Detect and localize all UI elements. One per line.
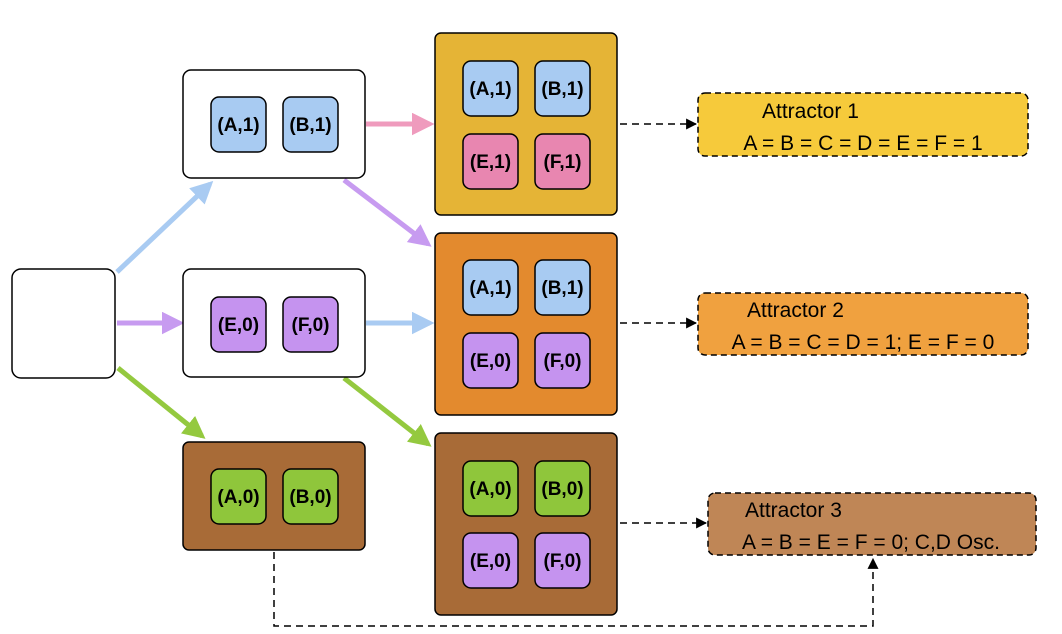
svg-text:(B,1): (B,1) — [541, 278, 583, 299]
svg-text:(F,0): (F,0) — [292, 315, 330, 336]
svg-text:(A,0): (A,0) — [217, 487, 259, 508]
attractor-1-rule: A = B = C = D = E = F = 1 — [743, 132, 982, 155]
attractor-2-title: Attractor 2 — [747, 299, 844, 322]
svg-text:(B,0): (B,0) — [289, 487, 331, 508]
level2-gold-box: (A,1) (B,1) (E,1) (F,1) — [434, 32, 618, 216]
level2-orange-box: (A,1) (B,1) (E,0) (F,0) — [434, 232, 618, 416]
state-tile: (A,0) — [462, 460, 519, 517]
state-tile: (F,1) — [534, 133, 591, 190]
svg-text:(F,0): (F,0) — [544, 351, 582, 372]
arrow-middle-to-brown — [342, 376, 432, 447]
attractor-2-rule: A = B = C = D = 1; E = F = 0 — [732, 331, 995, 354]
attractor-3-rule: A = B = E = F = 0; C,D Osc. — [742, 531, 1000, 554]
attractor-3-title: Attractor 3 — [745, 499, 842, 522]
svg-text:(F,0): (F,0) — [544, 551, 582, 572]
arrow-start-to-top — [115, 180, 214, 274]
attractor-1-title: Attractor 1 — [762, 100, 859, 123]
svg-text:(E,0): (E,0) — [470, 351, 511, 372]
state-tile: (B,0) — [534, 460, 591, 517]
svg-text:(A,1): (A,1) — [469, 278, 511, 299]
svg-text:(F,1): (F,1) — [544, 152, 582, 173]
transition-arrows — [115, 112, 435, 447]
svg-text:(A,1): (A,1) — [469, 79, 511, 100]
start-node — [11, 268, 116, 379]
attractor-1-box: Attractor 1 A = B = C = D = E = F = 1 — [697, 92, 1029, 157]
level1-top-box: (A,1) (B,1) — [182, 69, 366, 179]
dashed-arrow-bottom-to-attractor3 — [273, 552, 879, 627]
attractor-arrows — [273, 118, 879, 627]
state-tile: (E,0) — [462, 532, 519, 589]
svg-text:(B,1): (B,1) — [289, 115, 331, 136]
state-tile: (B,0) — [282, 468, 339, 525]
state-tile: (F,0) — [282, 296, 339, 353]
state-tile: (E,0) — [462, 332, 519, 389]
level1-bottom-box: (A,0) (B,0) — [182, 441, 366, 551]
arrow-start-to-bottom — [116, 366, 206, 439]
state-tile: (F,0) — [534, 332, 591, 389]
svg-text:(A,1): (A,1) — [217, 115, 259, 136]
state-tile: (E,1) — [462, 133, 519, 190]
state-tile: (B,1) — [534, 60, 591, 117]
svg-text:(B,1): (B,1) — [541, 79, 583, 100]
svg-text:(E,0): (E,0) — [218, 315, 259, 336]
state-tile: (A,1) — [210, 96, 267, 153]
state-tile: (A,1) — [462, 60, 519, 117]
state-tile: (E,0) — [210, 296, 267, 353]
attractor-3-box: Attractor 3 A = B = E = F = 0; C,D Osc. — [707, 492, 1037, 556]
svg-text:(A,0): (A,0) — [469, 479, 511, 500]
arrow-top-to-orange — [342, 178, 432, 247]
svg-text:(B,0): (B,0) — [541, 479, 583, 500]
state-tile: (B,1) — [534, 259, 591, 316]
level2-brown-box: (A,0) (B,0) (E,0) (F,0) — [434, 432, 618, 616]
svg-text:(E,0): (E,0) — [470, 551, 511, 572]
state-tile: (B,1) — [282, 96, 339, 153]
attractor-2-box: Attractor 2 A = B = C = D = 1; E = F = 0 — [697, 292, 1029, 356]
state-tile: (A,1) — [462, 259, 519, 316]
state-tile: (F,0) — [534, 532, 591, 589]
state-tile: (A,0) — [210, 468, 267, 525]
level1-middle-box: (E,0) (F,0) — [182, 268, 366, 378]
svg-text:(E,1): (E,1) — [470, 152, 511, 173]
